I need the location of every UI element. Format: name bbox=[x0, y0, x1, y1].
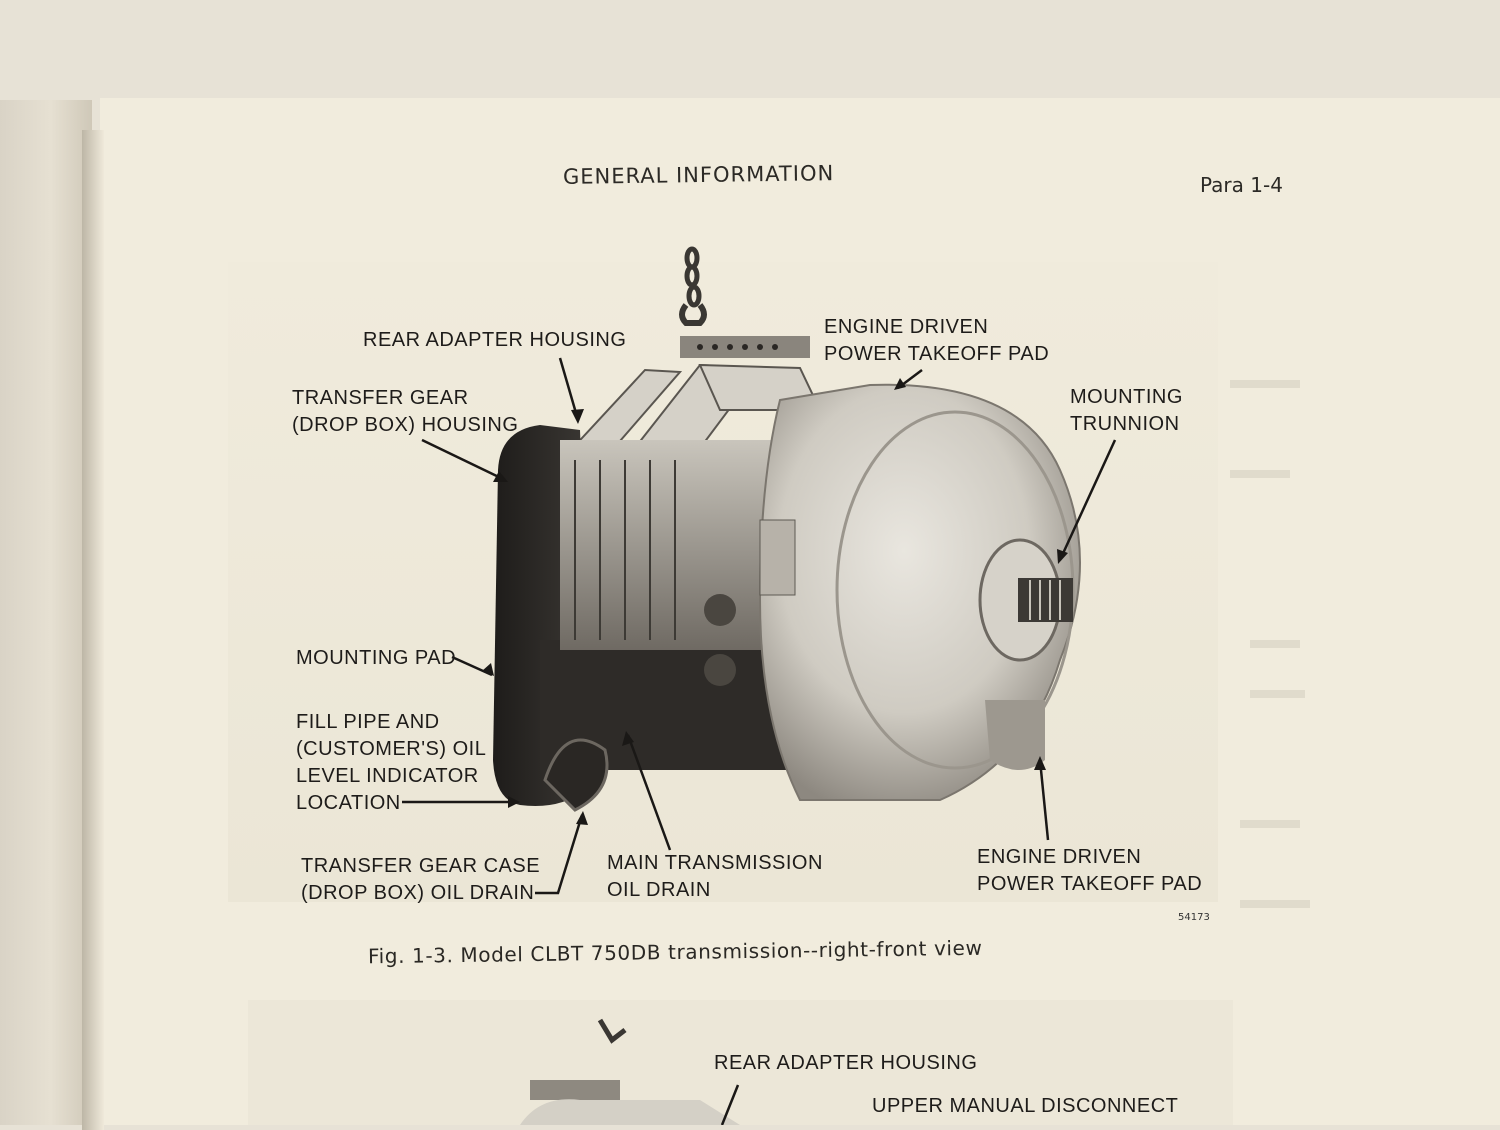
label-fig2-rear-adapter: REAR ADAPTER HOUSING bbox=[714, 1052, 978, 1074]
label-mounting-trunnion: MOUNTING TRUNNION bbox=[1070, 386, 1183, 435]
label-transfer-drain: TRANSFER GEAR CASE (DROP BOX) OIL DRAIN bbox=[301, 855, 541, 904]
label-mounting-pad: MOUNTING PAD bbox=[296, 647, 457, 669]
second-transmission-photo bbox=[520, 1018, 740, 1125]
label-fill-pipe: FILL PIPE AND (CUSTOMER'S) OIL LEVEL IND… bbox=[296, 711, 487, 814]
label-fig2-upper-disconnect: UPPER MANUAL DISCONNECT bbox=[872, 1095, 1179, 1117]
lifting-chain bbox=[679, 246, 707, 326]
paragraph-ref: Para 1-4 bbox=[1200, 173, 1283, 197]
output-shaft-spline bbox=[1018, 578, 1073, 622]
book-gutter bbox=[82, 130, 104, 1130]
show-through-text bbox=[1230, 380, 1310, 908]
figure-id-number: 54173 bbox=[1178, 912, 1210, 923]
label-transfer-gear-housing: TRANSFER GEAR (DROP BOX) HOUSING bbox=[292, 387, 519, 436]
label-rear-adapter-housing: REAR ADAPTER HOUSING bbox=[363, 329, 627, 351]
second-figure-photo bbox=[248, 1000, 1233, 1125]
label-engine-pto-bottom: ENGINE DRIVEN POWER TAKEOFF PAD bbox=[977, 846, 1203, 895]
left-page-edge bbox=[0, 100, 92, 1125]
label-engine-pto-top: ENGINE DRIVEN POWER TAKEOFF PAD bbox=[824, 316, 1050, 365]
label-main-drain: MAIN TRANSMISSION OIL DRAIN bbox=[607, 852, 823, 901]
